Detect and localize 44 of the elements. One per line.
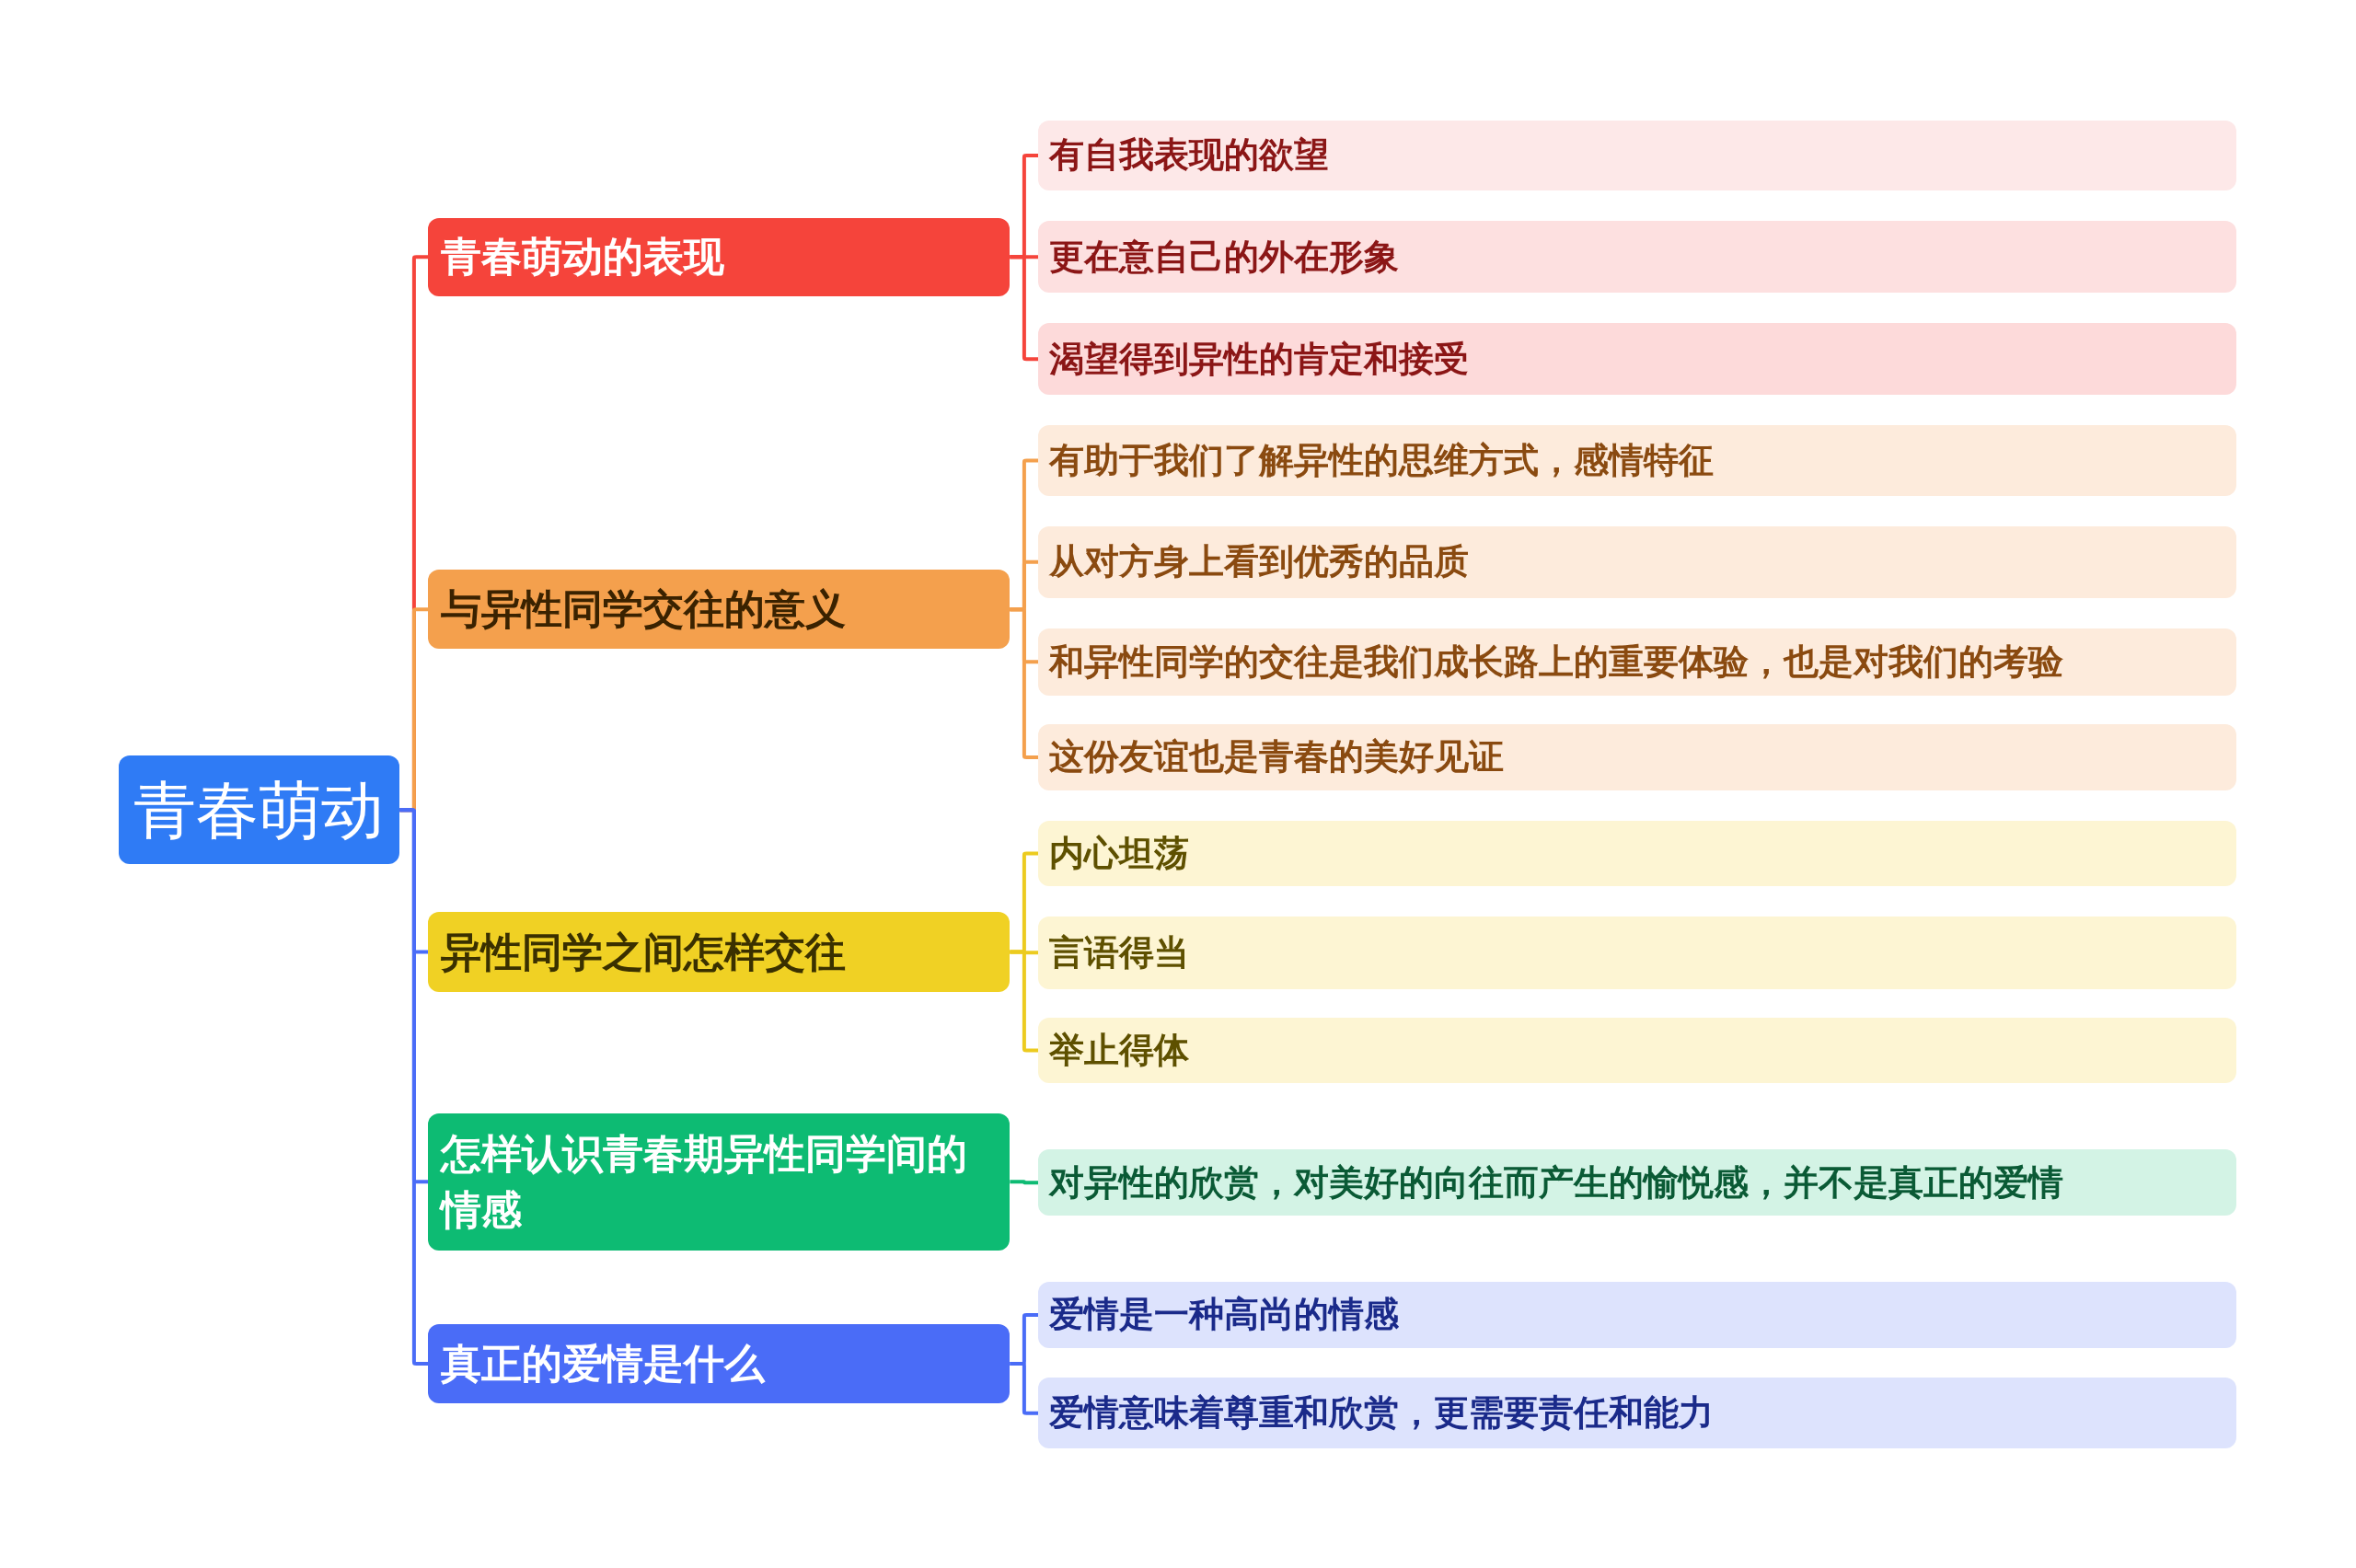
subtopic-box — [1038, 1149, 2236, 1216]
subtopic-text: 爱情是一种高尚的情感 — [1049, 1293, 1400, 1337]
connector-line — [1010, 950, 1039, 1053]
subtopic-box — [1038, 425, 2236, 496]
root-topic-box — [119, 755, 400, 864]
branch-topic-box — [428, 1323, 1011, 1404]
subtopic-box — [1038, 628, 2236, 697]
subtopic-text: 爱情意味着尊重和欣赏，更需要责任和能力 — [1049, 1391, 1715, 1435]
branch-topic-box — [428, 1113, 1011, 1251]
subtopic-box — [1038, 323, 2236, 396]
subtopic-text: 从对方身上看到优秀的品质 — [1049, 540, 1470, 584]
branch-topic-text: 青春萌动的表现 — [441, 232, 725, 282]
subtopic-text: 内心坦荡 — [1049, 831, 1190, 875]
subtopic-text: 言语得当 — [1049, 930, 1190, 974]
subtopic-box — [1038, 525, 2236, 598]
branch-topic-text: 异性同学之间怎样交往 — [441, 927, 847, 977]
connector-line — [399, 808, 429, 1366]
root-topic-text: 青春萌动 — [133, 772, 384, 848]
subtopic-box — [1038, 221, 2236, 294]
subtopic-box — [1038, 724, 2236, 790]
subtopic-box — [1038, 1017, 2236, 1084]
connector-line — [1010, 255, 1039, 362]
subtopic-text: 这份友谊也是青春的美好见证 — [1049, 735, 1505, 779]
subtopic-box — [1038, 820, 2236, 887]
subtopic-text: 有自我表现的欲望 — [1049, 133, 1330, 178]
subtopic-box — [1038, 917, 2236, 989]
branch-topic-text: 与异性同学交往的意义 — [441, 584, 847, 635]
subtopic-box — [1038, 1281, 2236, 1348]
subtopic-text: 和异性同学的交往是我们成长路上的重要体验，也是对我们的考验 — [1049, 640, 2064, 684]
subtopic-text: 举止得体 — [1049, 1028, 1190, 1072]
branch-topic-box — [428, 217, 1011, 296]
subtopic-text: 对异性的欣赏，对美好的向往而产生的愉悦感，并不是真正的爱情 — [1049, 1160, 2064, 1205]
subtopic-text: 更在意自己的外在形象 — [1049, 235, 1400, 279]
connector-line — [1010, 1180, 1039, 1185]
subtopic-box — [1038, 1378, 2236, 1449]
branch-topic-text: 真正的爱情是什么 — [441, 1339, 766, 1389]
branch-topic-box — [428, 569, 1011, 650]
subtopic-text: 有助于我们了解异性的思维方式，感情特征 — [1049, 438, 1715, 482]
connector-line — [1010, 607, 1039, 760]
subtopic-text: 渴望得到异性的肯定和接受 — [1049, 337, 1470, 381]
subtopic-box — [1038, 120, 2236, 191]
branch-topic-text: 怎样认识青春期异性同学间的情感 — [441, 1128, 969, 1236]
branch-topic-box — [428, 912, 1011, 992]
connector-line — [1010, 1361, 1039, 1415]
